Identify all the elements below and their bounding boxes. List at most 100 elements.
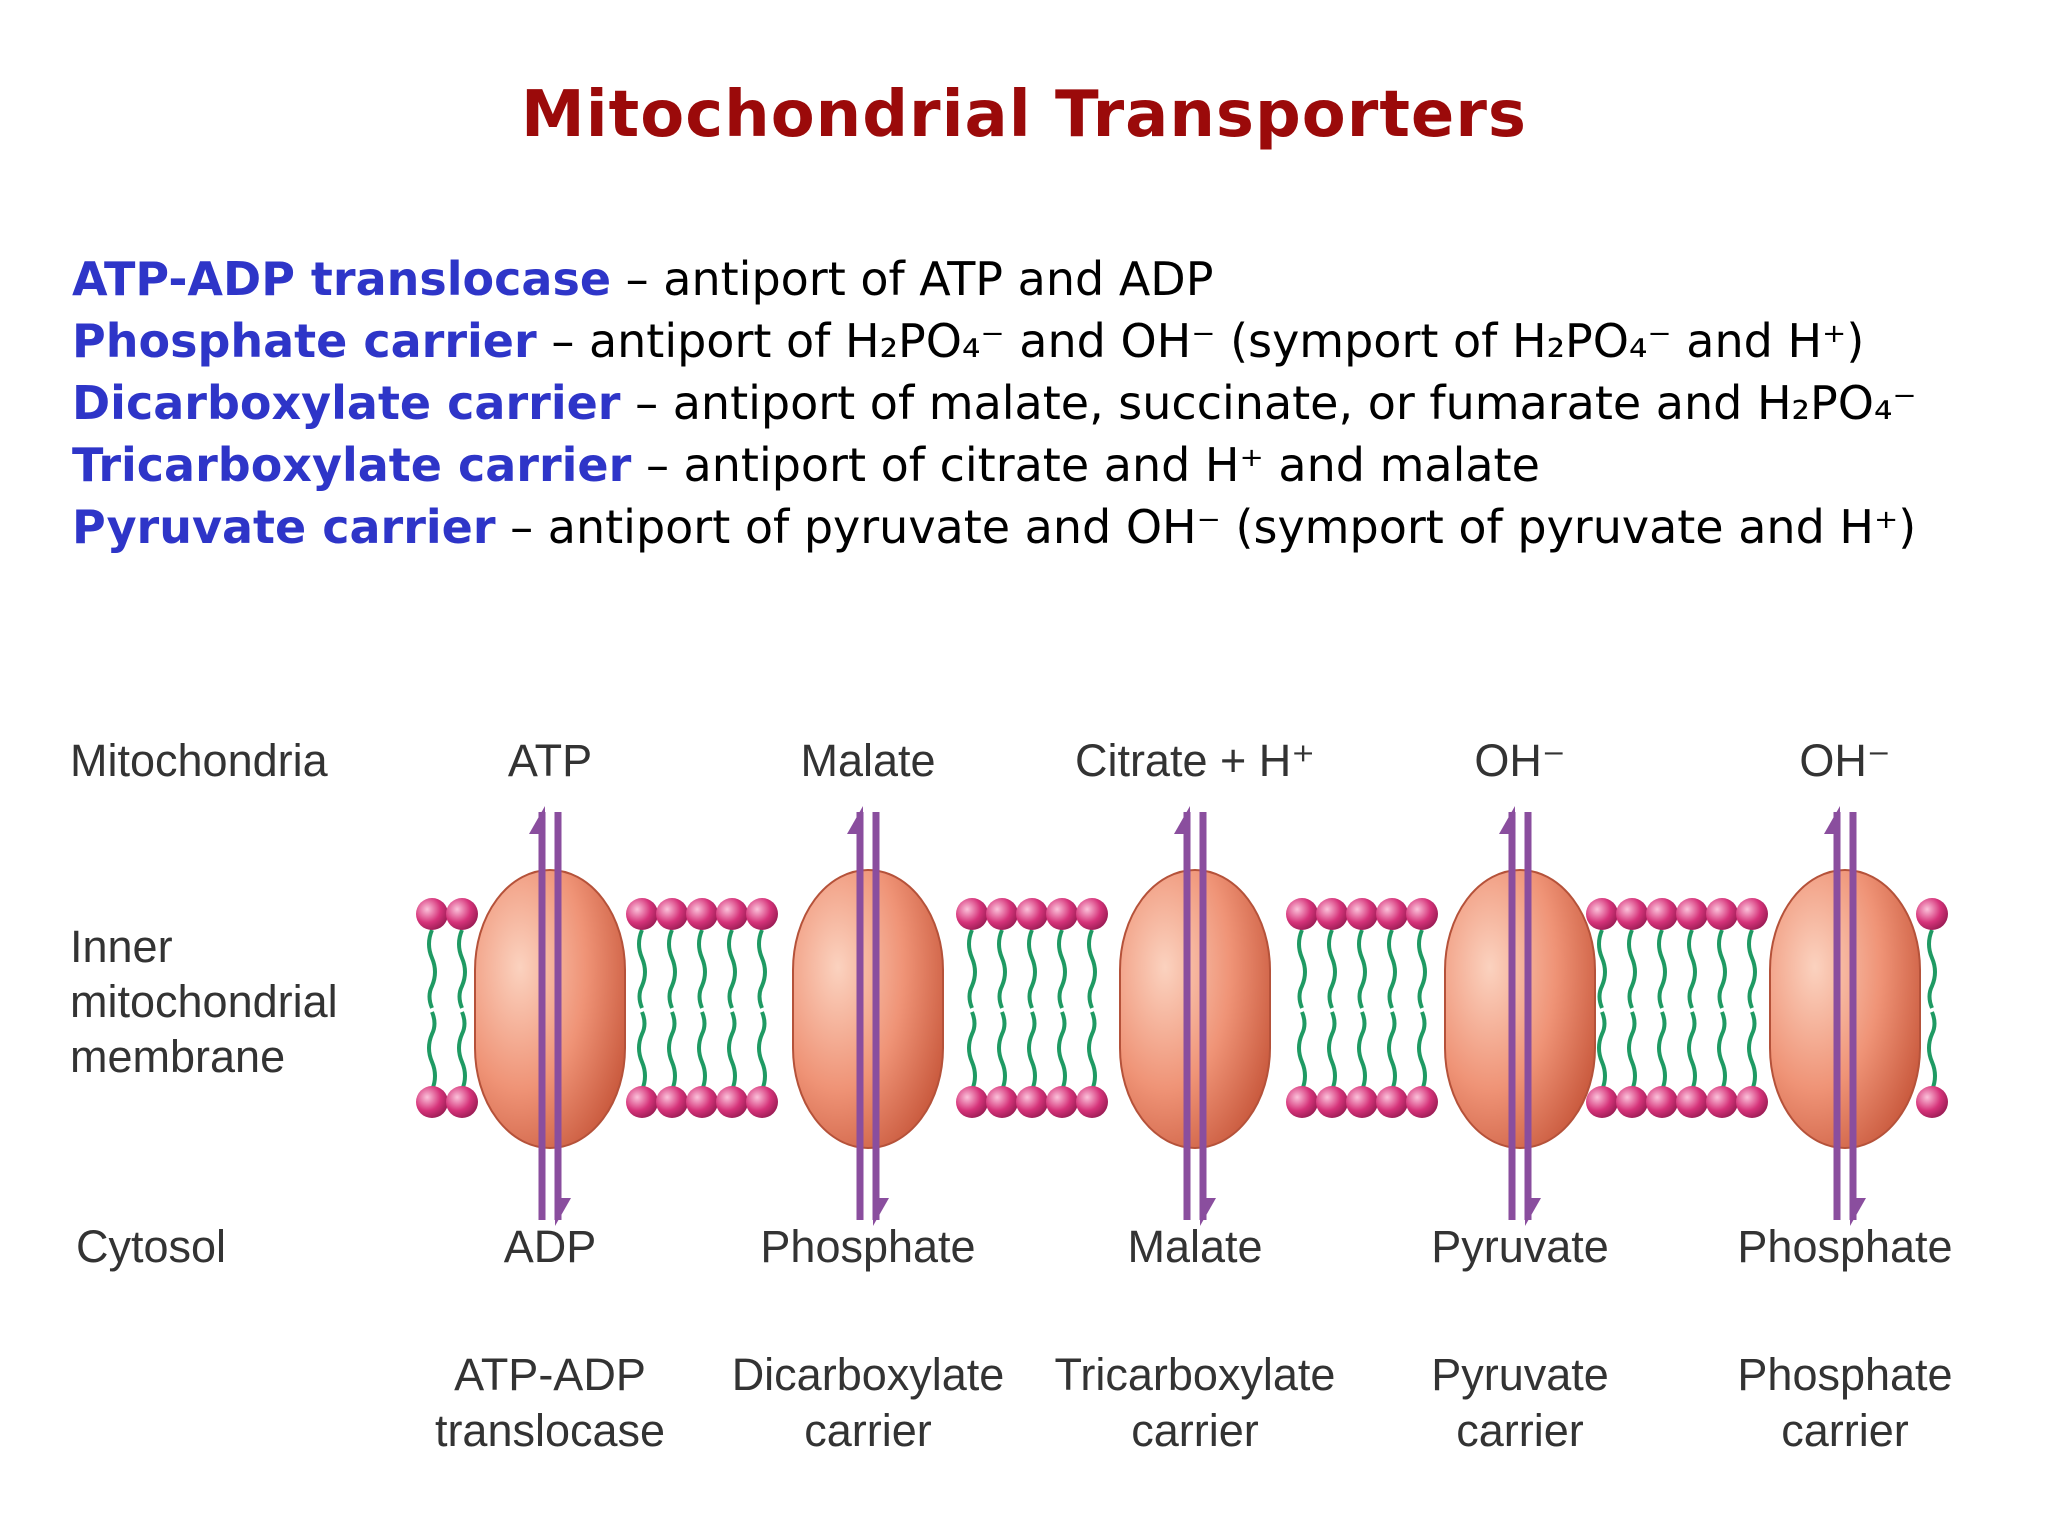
lipid-tail bbox=[967, 929, 977, 1009]
transporter-name-line: carrier bbox=[1456, 1405, 1584, 1456]
arrow-up-head bbox=[847, 806, 863, 834]
transported-molecule-bottom: Phosphate bbox=[1737, 1221, 1952, 1272]
definition-term: Tricarboxylate carrier bbox=[72, 438, 632, 492]
lipid-head bbox=[1676, 898, 1708, 930]
transporter-name-line: carrier bbox=[1131, 1405, 1259, 1456]
lipid-head bbox=[1346, 1086, 1378, 1118]
lipid-tail bbox=[457, 929, 467, 1009]
lipid-tail bbox=[1747, 1011, 1757, 1091]
transporter-protein bbox=[1444, 869, 1596, 1149]
lipid-tail bbox=[637, 1011, 647, 1091]
lipid-tail bbox=[1327, 929, 1337, 1009]
lipid-head bbox=[1316, 1086, 1348, 1118]
cytosol-label: Cytosol bbox=[76, 1221, 226, 1272]
lipid-head bbox=[626, 1086, 658, 1118]
transporter-protein bbox=[1119, 869, 1271, 1149]
lipid-head bbox=[656, 898, 688, 930]
lipid-head bbox=[416, 1086, 448, 1118]
lipid-head bbox=[1076, 1086, 1108, 1118]
lipid-head bbox=[716, 1086, 748, 1118]
arrow-down-head bbox=[873, 1198, 889, 1226]
lipid-tail bbox=[1087, 1011, 1097, 1091]
lipid-head bbox=[1286, 1086, 1318, 1118]
transporter-protein bbox=[474, 869, 626, 1149]
lipid-head bbox=[686, 898, 718, 930]
lipid-head bbox=[1586, 898, 1618, 930]
transporter-name-line: Phosphate bbox=[1737, 1349, 1952, 1400]
lipid-tail bbox=[1717, 1011, 1727, 1091]
lipid-tail bbox=[757, 1011, 767, 1091]
definition-term: ATP-ADP translocase bbox=[72, 252, 612, 306]
definition-item: Dicarboxylate carrier – antiport of mala… bbox=[72, 372, 2032, 434]
lipid-head bbox=[1616, 1086, 1648, 1118]
transported-molecule-bottom: ADP bbox=[504, 1221, 597, 1272]
transport-arrows bbox=[529, 806, 1866, 1226]
transported-molecule-bottom: Pyruvate bbox=[1431, 1221, 1609, 1272]
lipid-head bbox=[1616, 898, 1648, 930]
membrane-label-line: mitochondrial bbox=[70, 976, 338, 1027]
lipid-bilayer bbox=[416, 898, 1948, 1118]
lipid-tail bbox=[967, 1011, 977, 1091]
lipid-tail bbox=[1747, 929, 1757, 1009]
lipid-tail bbox=[997, 929, 1007, 1009]
lipid-tail bbox=[1027, 929, 1037, 1009]
lipid-tail bbox=[1927, 929, 1937, 1009]
definition-description: – antiport of H₂PO₄⁻ and OH⁻ (symport of… bbox=[551, 314, 1865, 368]
definition-description: – antiport of citrate and H⁺ and malate bbox=[645, 438, 1540, 492]
lipid-head bbox=[1736, 1086, 1768, 1118]
lipid-tail bbox=[1597, 929, 1607, 1009]
lipid-head bbox=[1016, 898, 1048, 930]
lipid-tail bbox=[667, 929, 677, 1009]
lipid-head bbox=[1646, 1086, 1678, 1118]
lipid-tail bbox=[1357, 1011, 1367, 1091]
lipid-head bbox=[656, 1086, 688, 1118]
transported-molecule-top: ATP bbox=[508, 735, 592, 786]
arrow-up-head bbox=[1174, 806, 1190, 834]
lipid-tail bbox=[1597, 1011, 1607, 1091]
lipid-head bbox=[1646, 898, 1678, 930]
lipid-tail bbox=[727, 1011, 737, 1091]
lipid-head bbox=[746, 898, 778, 930]
lipid-tail bbox=[427, 1011, 437, 1091]
definition-term: Dicarboxylate carrier bbox=[72, 376, 621, 430]
lipid-tail bbox=[1927, 1011, 1937, 1091]
lipid-head bbox=[686, 1086, 718, 1118]
transporter-name-line: carrier bbox=[804, 1405, 932, 1456]
lipid-head bbox=[1916, 1086, 1948, 1118]
lipid-head bbox=[1586, 1086, 1618, 1118]
arrow-up-head bbox=[529, 806, 545, 834]
lipid-head bbox=[446, 1086, 478, 1118]
lipid-head bbox=[416, 898, 448, 930]
definition-term: Phosphate carrier bbox=[72, 314, 537, 368]
lipid-head bbox=[716, 898, 748, 930]
transported-molecule-top: Malate bbox=[800, 735, 935, 786]
arrow-up-head bbox=[1499, 806, 1515, 834]
arrow-down-head bbox=[1525, 1198, 1541, 1226]
lipid-tail bbox=[997, 1011, 1007, 1091]
transported-molecule-top: Citrate + H⁺ bbox=[1075, 735, 1315, 786]
lipid-tail bbox=[1657, 1011, 1667, 1091]
lipid-head bbox=[986, 898, 1018, 930]
lipid-head bbox=[1376, 1086, 1408, 1118]
lipid-tail bbox=[1057, 1011, 1067, 1091]
definition-item: Phosphate carrier – antiport of H₂PO₄⁻ a… bbox=[72, 310, 2032, 372]
transporter-name-line: carrier bbox=[1781, 1405, 1909, 1456]
lipid-head bbox=[956, 1086, 988, 1118]
transported-molecule-bottom: Phosphate bbox=[760, 1221, 975, 1272]
lipid-tail bbox=[427, 929, 437, 1009]
definition-item: ATP-ADP translocase – antiport of ATP an… bbox=[72, 248, 2032, 310]
transporter-name-line: translocase bbox=[435, 1405, 665, 1456]
lipid-head bbox=[1286, 898, 1318, 930]
membrane-label-line: membrane bbox=[70, 1031, 285, 1082]
lipid-head bbox=[446, 898, 478, 930]
lipid-head bbox=[1046, 1086, 1078, 1118]
membrane-label-line: Inner bbox=[70, 921, 173, 972]
lipid-tail bbox=[1327, 1011, 1337, 1091]
transported-molecule-top: OH⁻ bbox=[1474, 735, 1565, 786]
lipid-tail bbox=[727, 929, 737, 1009]
lipid-head bbox=[1676, 1086, 1708, 1118]
lipid-tail bbox=[1357, 929, 1367, 1009]
transporter-name-line: Pyruvate bbox=[1431, 1349, 1609, 1400]
lipid-tail bbox=[667, 1011, 677, 1091]
lipid-tail bbox=[1627, 929, 1637, 1009]
